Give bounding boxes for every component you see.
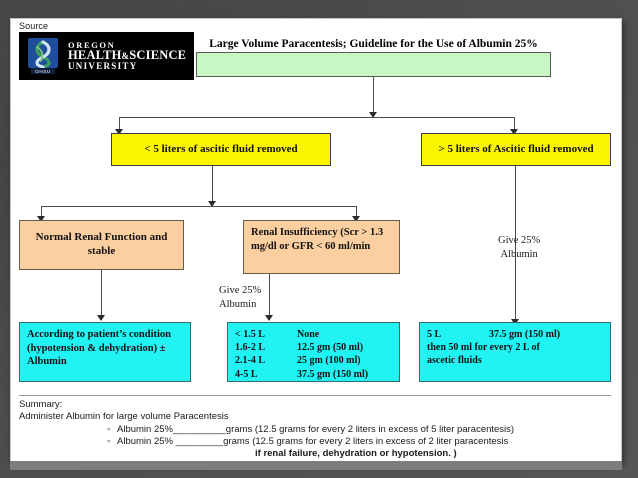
bullet-circle-icon: ◦ — [107, 423, 111, 435]
dose-amount: 25 gm (100 ml) — [297, 355, 361, 367]
bullet-circle-icon: ◦ — [107, 436, 111, 448]
outcome-box-left: According to patient’s condition (hypote… — [19, 322, 191, 382]
svg-text:OHSU: OHSU — [35, 69, 51, 74]
arrow-title-down — [369, 112, 377, 118]
summary-bullet-text: Albumin 25% _________grams (12.5 grams f… — [117, 436, 509, 448]
renal-insufficiency-label: Renal Insufficiency (Scr > 1.3 mg/dl or … — [251, 227, 384, 252]
connector-renal-horizontal — [41, 206, 356, 207]
summary-bullet-text: Albumin 25%__________grams (12.5 grams f… — [117, 423, 515, 435]
arrow-into-left-outcome — [97, 315, 105, 321]
title-box: Large Volume Paracentesis; Guideline for… — [196, 38, 551, 77]
dose-table-middle: < 1.5 L None 1.6-2 L 12.5 gm (50 ml) 2.1… — [228, 323, 399, 381]
logo-line-oregon: OREGON — [68, 39, 116, 50]
connector-split-left — [119, 117, 120, 133]
dose-row: 1.6-2 L 12.5 gm (50 ml) — [235, 341, 399, 354]
note-right-line2: Albumin — [500, 249, 538, 261]
arrow-into-normal-renal — [37, 216, 45, 222]
presentation-slide: Source OHSU OREGON HEALTH&SCIENCE UNIVER… — [10, 18, 622, 462]
note-give-albumin-right: Give 25% Albumin — [498, 234, 540, 262]
outcome-right-line3: ascetic fluids — [427, 355, 482, 367]
logo-word-health: HEALTH — [68, 48, 122, 63]
dose-row: 5 L 37.5 gm (150 ml) — [427, 328, 610, 341]
source-label: Source — [19, 21, 49, 31]
logo-ampersand: & — [121, 51, 130, 62]
bottom-band — [10, 461, 622, 470]
dose-row: < 1.5 L None — [235, 328, 399, 341]
connector-renal-left — [41, 206, 42, 220]
summary-bullet: ◦ Albumin 25% _________grams (12.5 grams … — [19, 436, 611, 448]
note-middle-line2: Albumin — [219, 299, 257, 311]
summary-bullet: ◦ Albumin 25%__________grams (12.5 grams … — [19, 424, 611, 436]
dose-row: 2.1-4 L 25 gm (100 ml) — [235, 354, 399, 367]
dose-table-right: 5 L 37.5 gm (150 ml) then 50 ml for ever… — [420, 323, 610, 368]
arrow-into-middle-outcome — [265, 315, 273, 321]
connector-split-right — [514, 117, 515, 133]
renal-normal-label: Normal Renal Function and stable — [35, 231, 168, 257]
decision-box-under-5l: < 5 liters of ascitic fluid removed — [111, 133, 331, 166]
arrow-left-decision-down — [208, 201, 216, 207]
logo-word-science: SCIENCE — [129, 48, 187, 63]
dose-amount: None — [297, 329, 320, 340]
dose-volume: 1.6-2 L — [235, 342, 265, 354]
arrow-into-left-decision — [115, 129, 123, 135]
decision-right-label: > 5 liters of Ascitic fluid removed — [438, 142, 594, 155]
summary-heading: Summary: — [19, 399, 63, 410]
summary-subheading: Administer Albumin for large volume Para… — [19, 411, 229, 423]
dose-volume: 5 L — [427, 329, 442, 340]
connector-title-down — [373, 77, 374, 117]
connector-right-long — [515, 166, 516, 324]
logo-line-health-science: HEALTH&SCIENCE — [68, 49, 186, 62]
connector-renal-right — [356, 206, 357, 220]
note-right-line1: Give 25% — [498, 235, 541, 246]
dose-row: 4-5 L 37.5 gm (150 ml) — [235, 368, 399, 381]
page-title: Large Volume Paracentesis; Guideline for… — [209, 38, 538, 50]
note-give-albumin-middle: Give 25% Albumin — [219, 284, 261, 312]
ohsu-caduceus-emblem: OHSU — [25, 37, 61, 75]
outcome-right-line2: then 50 ml for every 2 L of — [427, 342, 540, 354]
outcome-left-label: According to patient’s condition (hypote… — [27, 329, 171, 368]
summary-divider — [19, 395, 611, 396]
connector-insufficiency-down — [269, 274, 270, 320]
decision-box-over-5l: > 5 liters of Ascitic fluid removed — [421, 133, 611, 166]
ohsu-logo: OHSU OREGON HEALTH&SCIENCE UNIVERSITY — [19, 32, 194, 80]
connector-split-horizontal — [119, 117, 514, 118]
decision-left-label: < 5 liters of ascitic fluid removed — [144, 142, 298, 155]
dose-volume: 4-5 L — [235, 368, 258, 380]
renal-insufficiency-box: Renal Insufficiency (Scr > 1.3 mg/dl or … — [243, 220, 400, 274]
dose-amount: 37.5 gm (150 ml) — [297, 368, 369, 380]
dose-amount: 12.5 gm (50 ml) — [297, 342, 364, 354]
note-middle-line1: Give 25% — [219, 285, 262, 296]
outcome-box-middle: < 1.5 L None 1.6-2 L 12.5 gm (50 ml) 2.1… — [227, 322, 400, 382]
connector-normal-down — [101, 270, 102, 320]
arrow-into-right-decision — [510, 129, 518, 135]
logo-line-university: UNIVERSITY — [68, 61, 138, 72]
outcome-box-right: 5 L 37.5 gm (150 ml) then 50 ml for ever… — [419, 322, 611, 382]
arrow-into-renal-insufficiency — [352, 216, 360, 222]
summary-footer: if renal failure, dehydration or hypoten… — [255, 448, 457, 460]
dose-volume: 2.1-4 L — [235, 355, 265, 367]
connector-left-decision-down — [212, 166, 213, 206]
renal-normal-box: Normal Renal Function and stable — [19, 220, 184, 270]
dose-amount: 37.5 gm (150 ml) — [489, 329, 561, 340]
ohsu-wordmark: OREGON HEALTH&SCIENCE UNIVERSITY — [68, 41, 186, 72]
dose-volume: < 1.5 L — [235, 329, 265, 340]
summary-section: Summary: Administer Albumin for large vo… — [19, 399, 611, 459]
